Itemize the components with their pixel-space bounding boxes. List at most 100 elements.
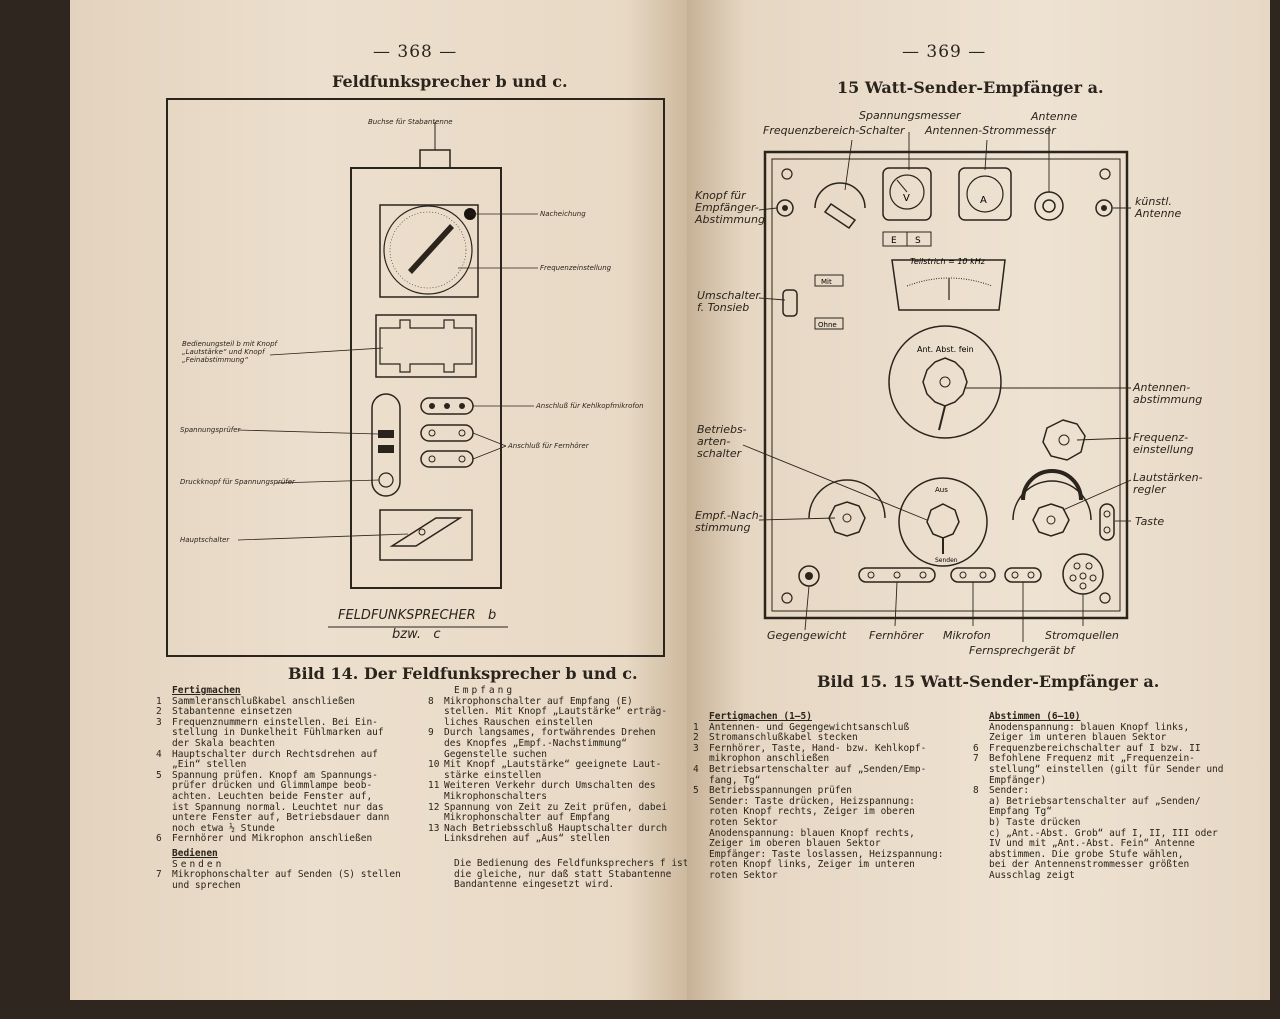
item-number: 3 <box>693 742 699 754</box>
list-item: 5 Betriebsspannungen prüfen Sender: Taste… <box>693 785 978 881</box>
device-name-line2: bzw. c <box>392 627 441 642</box>
left-page: — 368 — Feldfunksprecher b und c. <box>70 0 687 1000</box>
item-number: 12 <box>428 801 440 813</box>
item-number: 4 <box>693 763 699 775</box>
frequency-dial <box>383 205 473 295</box>
item-text: Spannung von Zeit zu Zeit prüfen, dabei … <box>444 801 668 824</box>
label-antenne: Antenne <box>1031 110 1078 123</box>
bedienungsteil-knobs <box>379 319 473 373</box>
label-fernhoerer: Anschluß für Fernhörer <box>508 442 589 450</box>
item-text: Betriebsspannungen prüfen Sender: Taste … <box>709 785 944 881</box>
dial-pointer <box>408 224 454 274</box>
fernsprech-connector <box>1004 567 1042 583</box>
item-number: 8 <box>973 785 979 797</box>
label-stromquellen: Stromquellen <box>1045 629 1119 642</box>
item-number: 6 <box>973 742 979 754</box>
mit-mark: Mit <box>821 278 832 286</box>
list-item: 6 Frequenzbereichschalter auf I bzw. II <box>973 742 1225 755</box>
taste <box>1099 503 1115 541</box>
label-frequenzbereich: Frequenzbereich-Schalter <box>763 124 905 137</box>
figure-frame: Buchse für Stabantenne Nacheichung Frequ… <box>166 98 665 657</box>
item-text: Mikrophonschalter auf Senden (S) stellen… <box>172 869 401 891</box>
kuenstl-antenne-socket <box>1095 199 1113 217</box>
list-item: 9 Durch langsames, fortwährendes Drehen d… <box>428 728 687 760</box>
page-number: — 369 — <box>902 42 987 62</box>
item-number: 4 <box>156 748 162 760</box>
item-number: 6 <box>156 833 162 845</box>
subheading-empfang: Empfang <box>454 685 516 696</box>
heading-fertigmachen: Fertigmachen <box>172 685 241 696</box>
label-taste: Taste <box>1135 515 1165 528</box>
item-text: Frequenzbereichschalter auf I bzw. II <box>989 742 1201 754</box>
panel-outer <box>763 150 1129 620</box>
item-text: Spannung prüfen. Knopf am Spannungs- prü… <box>172 769 390 834</box>
s-mark: S <box>915 236 921 246</box>
label-gegengewicht: Gegengewicht <box>767 629 847 642</box>
item-text: Antennen- und Gegengewichtsanschluß <box>709 721 910 733</box>
item-text: Durch langsames, fortwährendes Drehen de… <box>444 727 656 760</box>
bedienungsteil-panel <box>375 314 477 378</box>
frequenzbereich-switch <box>814 182 866 209</box>
item-number: 2 <box>693 732 699 744</box>
label-frequenzeinstellung: Frequenzeinstellung <box>540 264 612 272</box>
item-number: 9 <box>428 727 434 739</box>
item-number: 5 <box>693 785 699 797</box>
right-column-2: Abstimmen (6—10) Anodenspannung: blauen … <box>973 711 1225 882</box>
label-nacheichung: Nacheichung <box>540 210 586 218</box>
druckknopf <box>378 472 394 488</box>
label-mikrofon: Mikrofon <box>943 629 991 642</box>
empf-nachstimmung-dial <box>808 479 886 519</box>
device-name-line1: FELDFUNKSPRECHER b <box>338 608 497 623</box>
list-item: 12 Spannung von Zeit zu Zeit prüfen, dabe… <box>428 801 687 824</box>
a-mark: A <box>980 195 987 206</box>
senden-mark: Senden <box>935 557 958 564</box>
tonsieb-switch <box>782 289 798 317</box>
page-number: — 368 — <box>373 42 458 62</box>
label-hauptschalter: Hauptschalter <box>180 536 230 544</box>
fernhoerer-connectors <box>858 567 936 583</box>
frequency-scale <box>891 259 1006 311</box>
label-druckknopf: Druckknopf für Spannungsprüfer <box>180 478 295 486</box>
frequenzeinstellung-knob <box>1042 419 1086 461</box>
label-betriebsarten: Betriebs- arten- schalter <box>697 423 747 460</box>
item-number: 13 <box>428 822 440 834</box>
item-number: 1 <box>156 695 162 707</box>
hauptschalter-lever <box>389 517 463 547</box>
item-number: 10 <box>428 759 440 771</box>
antennenabstimmung-dial <box>888 325 1002 439</box>
label-kehlkopf: Anschluß für Kehlkopfmikrofon <box>536 402 644 410</box>
item-text: Stabantenne einsetzen <box>172 706 293 718</box>
item-number: 7 <box>156 869 162 881</box>
label-buchse: Buchse für Stabantenne <box>368 118 453 126</box>
e-mark: E <box>891 236 897 246</box>
lautstaerke-regler <box>1012 480 1092 521</box>
label-antennenstrommesser: Antennen-Strommesser <box>925 124 1056 137</box>
list-item: 4 Betriebsartenschalter auf „Senden/Emp- … <box>693 763 978 786</box>
frequency-dial-box <box>379 204 479 298</box>
label-kuenstl-antenne: künstl. Antenne <box>1135 195 1182 220</box>
betriebsarten-switch <box>898 477 988 567</box>
item-text: Betriebsartenschalter auf „Senden/Emp- f… <box>709 763 927 786</box>
item-text: Fernhörer und Mikrophon anschließen <box>172 833 373 845</box>
label-fernsprechgeraet: Fernsprechgerät bf <box>969 644 1075 657</box>
heading-fertigmachen: Fertigmachen (1—5) <box>709 711 812 722</box>
label-spannungsmesser: Spannungsmesser <box>859 109 961 122</box>
label-antennenabstimmung: Antennen- abstimmung <box>1133 381 1203 406</box>
list-item: 6 Fernhörer und Mikrophon anschließen <box>156 834 464 845</box>
spannungsmesser <box>882 167 932 221</box>
